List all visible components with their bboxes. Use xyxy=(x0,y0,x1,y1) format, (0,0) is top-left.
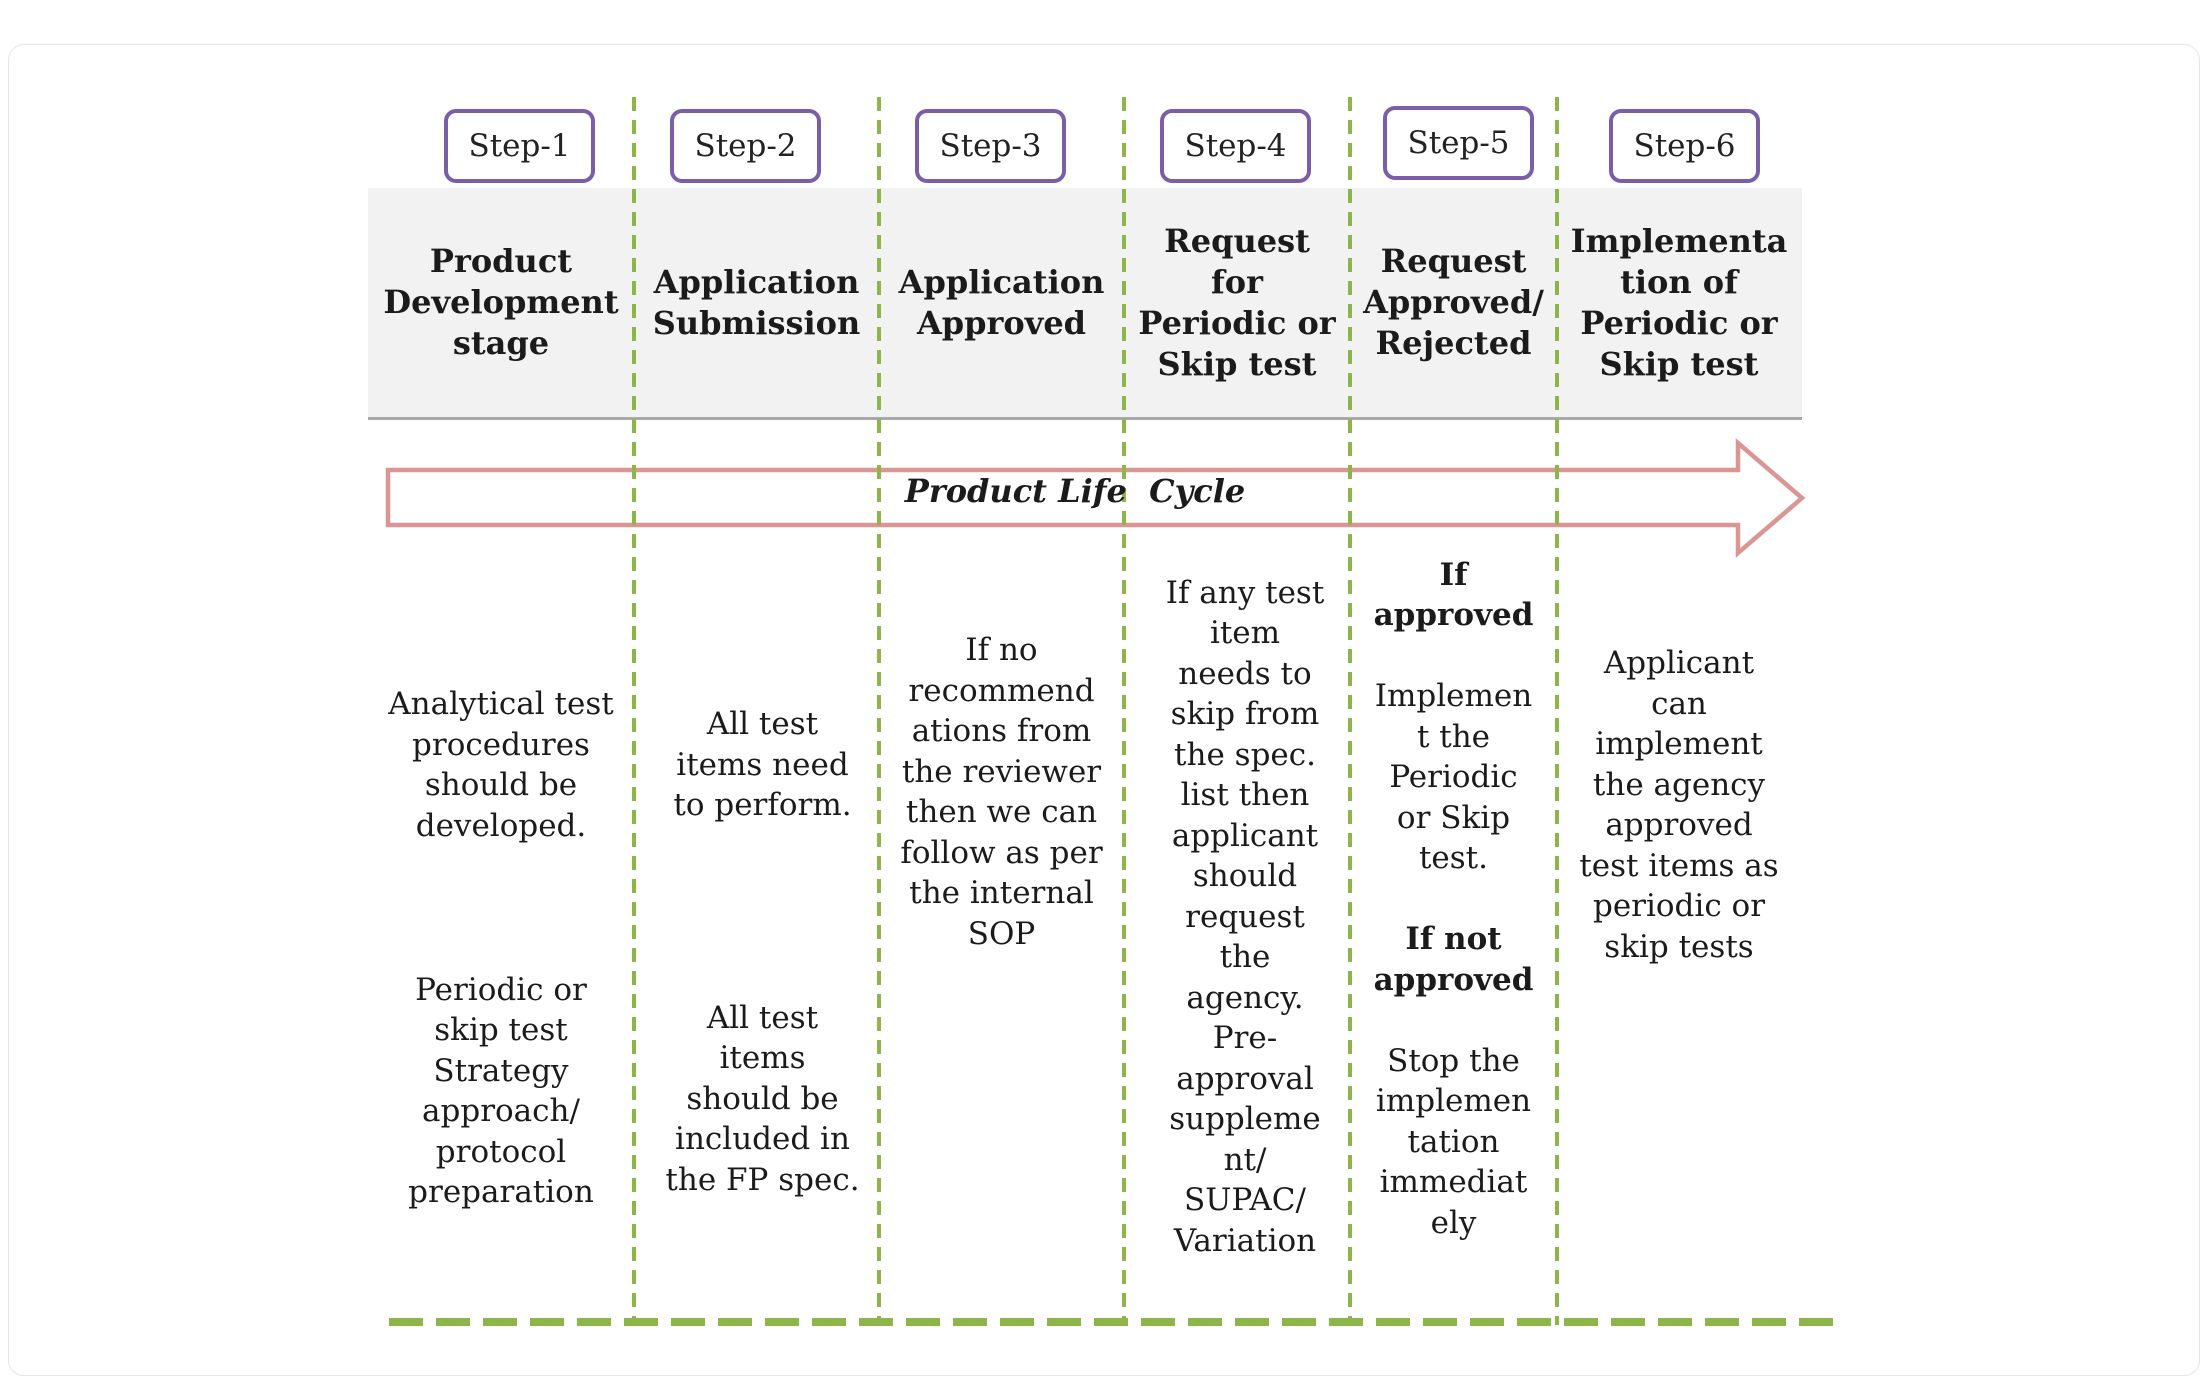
col1-upper-content: Analytical test procedures should be dev… xyxy=(388,686,614,844)
step-3-label: Step-3 xyxy=(939,128,1042,164)
step-1-box: Step-1 xyxy=(444,109,595,183)
step-1-label: Step-1 xyxy=(468,128,571,164)
title-product-development: Product Development stage xyxy=(383,242,619,362)
col2-upper-text: All test items need to perform. xyxy=(640,700,885,830)
title-request-periodic-skip: Request for Periodic or Skip test xyxy=(1138,221,1336,383)
col1-upper-text: Analytical test procedures should be dev… xyxy=(376,680,626,850)
col5-approved-text: Implemen t the Periodic or Skip test. xyxy=(1374,678,1533,877)
step-2-box: Step-2 xyxy=(670,109,821,183)
title-application-approved: Application Approved xyxy=(898,262,1105,342)
step-4-box: Step-4 xyxy=(1160,109,1311,183)
col5-text: If approved Implemen t the Periodic or S… xyxy=(1356,557,1551,1241)
col6-text: Applicant can implement the agency appro… xyxy=(1562,640,1796,970)
lifecycle-label: Product Life Cycle xyxy=(904,472,1246,510)
step-6-label: Step-6 xyxy=(1633,128,1736,164)
title-request-approved-rejected: Request Approved/ Rejected xyxy=(1363,242,1544,362)
title-implementation: Implementa tion of Periodic or Skip test xyxy=(1570,221,1788,383)
header-band xyxy=(368,188,1802,420)
col3-content: If no recommend ations from the reviewer… xyxy=(900,632,1103,952)
col1-lower-content: Periodic or skip test Strategy approach/… xyxy=(408,971,594,1211)
step-2-label: Step-2 xyxy=(694,128,797,164)
col5-if-not-approved-label: If not approved xyxy=(1373,921,1534,998)
step-5-box: Step-5 xyxy=(1383,106,1534,180)
step-3-box: Step-3 xyxy=(915,109,1066,183)
step-4-label: Step-4 xyxy=(1184,128,1287,164)
col5-not-approved-text: Stop the implemen tation immediat ely xyxy=(1375,1042,1532,1241)
step-5-label: Step-5 xyxy=(1407,125,1510,161)
col3-text: If no recommend ations from the reviewer… xyxy=(885,627,1118,957)
lifecycle-arrow xyxy=(385,438,1806,558)
col6-content: Applicant can implement the agency appro… xyxy=(1579,645,1779,965)
title-application-submission: Application Submission xyxy=(652,262,861,342)
col5-if-approved-label: If approved xyxy=(1373,556,1534,634)
col4-text: If any test item needs to skip from the … xyxy=(1130,572,1360,1262)
col4-content: If any test item needs to skip from the … xyxy=(1165,574,1325,1259)
col2-upper-content: All test items need to perform. xyxy=(673,706,852,824)
step-6-box: Step-6 xyxy=(1609,109,1760,183)
col2-lower-text: All test items should be included in the… xyxy=(640,994,885,1204)
col1-lower-text: Periodic or skip test Strategy approach/… xyxy=(376,966,626,1216)
col2-lower-content: All test items should be included in the… xyxy=(665,999,860,1198)
